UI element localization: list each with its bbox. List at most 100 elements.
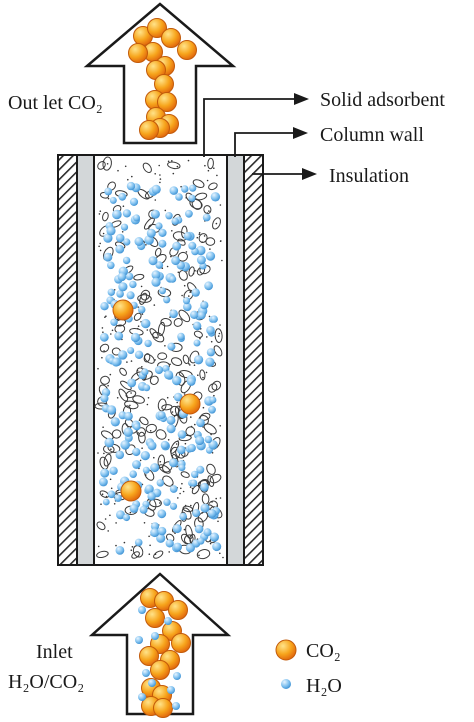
h2o-particle	[126, 181, 136, 191]
adsorbent-dust	[190, 504, 192, 507]
h2o-particle	[115, 450, 125, 460]
h2o-particle	[102, 498, 110, 506]
h2o-particle	[130, 332, 141, 343]
outlet-co2-particles	[128, 18, 197, 140]
h2o-particle	[197, 311, 206, 320]
adsorbent-granule	[157, 321, 166, 337]
insulation-label: Insulation	[329, 165, 409, 187]
adsorbent-dust	[99, 249, 102, 252]
adsorbent-dust	[130, 549, 133, 551]
adsorbent-dust	[147, 397, 150, 399]
h2o-particle	[107, 261, 115, 270]
h2o-particle	[194, 524, 204, 534]
h2o-particle	[172, 524, 182, 534]
adsorbent-dust	[97, 545, 100, 548]
adsorbent-dust	[189, 291, 191, 294]
h2o-particle	[156, 479, 164, 487]
adsorbent-dust	[103, 350, 105, 352]
h2o-particle	[155, 261, 164, 269]
outlet-arrow	[83, 2, 237, 145]
co2-particle	[150, 660, 170, 680]
solid-adsorbent-label: Solid adsorbent	[320, 89, 445, 111]
h2o-particle	[200, 503, 210, 513]
adsorbent-granule	[212, 217, 221, 230]
adsorbent-granule	[131, 551, 140, 559]
adsorbent-dust	[185, 197, 187, 199]
h2o-particle	[134, 538, 143, 547]
adsorbent-dust	[101, 356, 103, 359]
h2o-particle	[129, 470, 137, 479]
h2o-particle	[103, 233, 113, 243]
adsorbent-dust	[110, 487, 113, 490]
adsorbent-dust	[181, 482, 183, 485]
h2o-particle	[100, 394, 109, 403]
h2o-particle	[169, 502, 178, 510]
co2-particle	[128, 43, 148, 63]
h2o-particle	[115, 233, 125, 243]
h2o-particle	[196, 418, 205, 428]
adsorbent-dust	[194, 423, 196, 426]
h2o-particle	[116, 510, 125, 520]
h2o-particle	[165, 539, 174, 548]
h2o-particle	[209, 532, 219, 542]
h2o-particle	[114, 331, 124, 341]
adsorbent-dust	[121, 231, 124, 233]
legend-co2-marker	[275, 639, 297, 661]
h2o-particle	[104, 437, 115, 448]
adsorbent-granule	[183, 534, 194, 545]
adsorbent-dust	[110, 333, 112, 335]
h2o-particle	[116, 290, 124, 298]
adsorbent-granule	[180, 471, 190, 478]
h2o-particle	[169, 485, 178, 493]
adsorbent-dust	[124, 165, 127, 168]
h2o-particle	[165, 212, 173, 220]
inlet-gas-particles	[135, 588, 191, 718]
h2o-particle	[188, 241, 197, 250]
adsorbent-dust	[213, 167, 215, 169]
adsorbent-granule	[102, 156, 112, 171]
adsorbent-dust	[159, 502, 161, 504]
adsorbent-dust	[178, 408, 180, 411]
adsorbent-granule	[142, 162, 152, 174]
adsorbent-dust	[206, 179, 209, 182]
adsorbent-dust	[102, 232, 105, 235]
h2o-particle	[204, 281, 214, 291]
adsorbent-granule	[199, 412, 211, 421]
adsorbent-dust	[188, 362, 190, 365]
adsorbent-dust	[219, 204, 222, 206]
h2o-particle	[190, 479, 198, 487]
h2o-particle	[183, 232, 192, 241]
legend-co2-label: CO₂	[306, 640, 341, 662]
h2o-particle	[137, 305, 146, 314]
co2-particle	[171, 633, 191, 653]
adsorbent-dust	[98, 213, 101, 215]
adsorbent-dust	[109, 514, 111, 517]
adsorbent-dust	[105, 315, 107, 318]
h2o-particle	[109, 196, 117, 204]
h2o-particle	[166, 415, 176, 425]
h2o-particle	[150, 522, 160, 531]
adsorbent-granule	[188, 266, 195, 277]
adsorbent-dust	[166, 396, 169, 399]
adsorbent-granule	[173, 317, 183, 327]
adsorbent-dust	[171, 411, 174, 413]
adsorbent-dust	[189, 364, 191, 366]
h2o-particle	[127, 347, 135, 354]
h2o-particle	[115, 244, 125, 254]
adsorbent-granule	[145, 423, 157, 434]
adsorbent-dust	[122, 205, 125, 207]
h2o-particle	[107, 490, 116, 499]
adsorbent-dust	[216, 174, 218, 177]
h2o-particle	[200, 301, 209, 310]
h2o-particle	[175, 193, 183, 201]
h2o-particle	[208, 440, 218, 450]
adsorbent-dust	[202, 376, 204, 379]
h2o-particle	[129, 197, 139, 206]
h2o-particle	[122, 513, 131, 522]
adsorbent-granule	[157, 352, 168, 361]
adsorbent-granule	[138, 431, 146, 444]
h2o-particle	[196, 255, 206, 265]
adsorbent-dust	[191, 487, 194, 490]
h2o-particle	[173, 542, 182, 552]
